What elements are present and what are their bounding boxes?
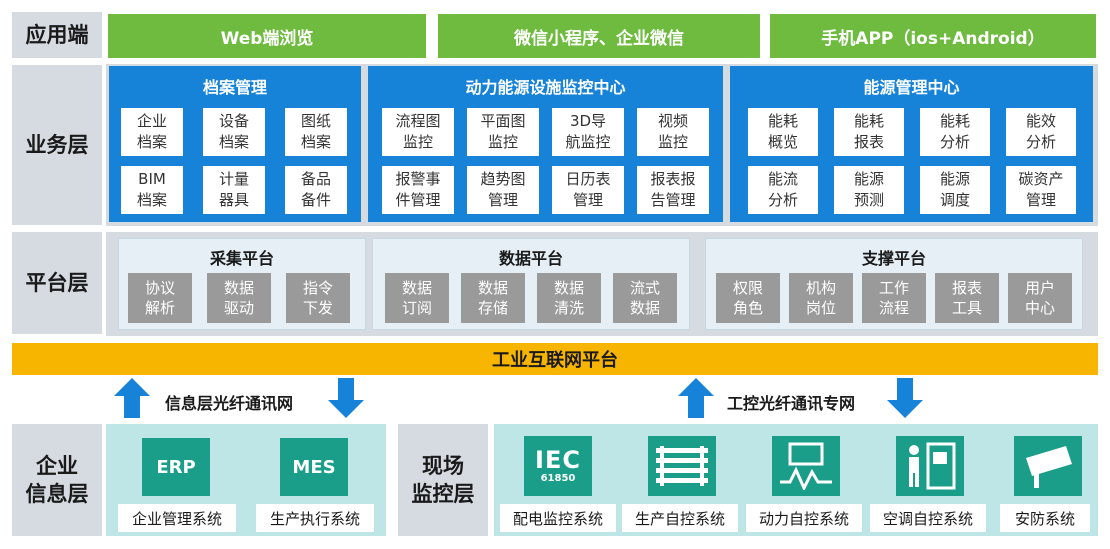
app-terminal-web: Web端浏览 [108,14,426,58]
business-panel-energy: 能源管理中心 能耗 概览 能耗 报表 能耗 分析 能效 分析 能流 分析 能源 … [730,66,1093,222]
platform-item: 工作 流程 [862,273,926,323]
arrow-down-icon [887,378,923,418]
business-item: 备品 备件 [285,166,347,214]
platform-item: 用户 中心 [1008,273,1072,323]
iec-61850-icon: IEC 61850 [524,436,592,496]
iec-icon-subtext: 61850 [540,473,576,484]
business-item: 能效 分析 [1006,108,1076,156]
system-label: 动力自控系统 [746,504,862,532]
business-panel-monitoring: 动力能源设施监控中心 流程图 监控 平面图 监控 3D导 航监控 视频 监控 报… [368,66,723,222]
platform-item: 数据 订阅 [385,273,449,323]
platform-item: 数据 存储 [461,273,525,323]
platform-panel-data: 数据平台 数据 订阅 数据 存储 数据 清洗 流式 数据 [372,238,690,330]
platform-item: 权限 角色 [716,273,780,323]
layer-label-field: 现场 监控层 [398,424,488,536]
platform-item: 数据 清洗 [537,273,601,323]
business-item: 报警事 件管理 [382,166,454,214]
system-label: 安防系统 [1000,504,1090,532]
platform-panel-title: 支撑平台 [861,249,926,268]
business-item: 3D导 航监控 [552,108,624,156]
erp-icon: ERP [142,438,210,496]
enterprise-systems-panel: ERP 企业管理系统 MES 生产执行系统 [106,424,386,536]
mes-icon: MES [280,438,348,496]
mes-icon-text: MES [292,456,336,478]
production-rack-icon [648,436,716,496]
business-item: 平面图 监控 [467,108,539,156]
platform-item: 机构 岗位 [789,273,853,323]
platform-panel-title: 采集平台 [209,249,274,268]
app-terminal-wechat: 微信小程序、企业微信 [438,14,760,58]
erp-icon-text: ERP [156,456,196,478]
platform-panel-title: 数据平台 [498,249,563,268]
app-terminal-mobile: 手机APP（ios+Android） [770,14,1096,58]
security-camera-icon [1014,436,1082,496]
system-label: 空调自控系统 [870,504,986,532]
business-item: BIM 档案 [121,166,183,214]
business-item: 日历表 管理 [552,166,624,214]
business-item: 能耗 分析 [920,108,990,156]
business-item: 视频 监控 [637,108,709,156]
business-item: 能流 分析 [748,166,818,214]
system-label: 企业管理系统 [118,504,236,532]
layer-label-platform: 平台层 [12,232,102,334]
field-systems-panel: IEC 61850 配电监控系统 生产自控系统 动力自控系统 [494,424,1098,536]
business-item: 报表报 告管理 [637,166,709,214]
business-panel-title: 能源管理中心 [863,78,960,97]
platform-item: 报表 工具 [935,273,999,323]
business-item: 设备 档案 [203,108,265,156]
platform-panel-collection: 采集平台 协议 解析 数据 驱动 指令 下发 [118,238,366,330]
industrial-internet-platform-bar: 工业互联网平台 [12,343,1098,375]
business-item: 计量 器具 [203,166,265,214]
power-monitor-icon [772,436,840,496]
system-label: 配电监控系统 [500,504,616,532]
layer-label-app: 应用端 [12,12,102,58]
business-item: 能源 预测 [834,166,904,214]
business-item: 能耗 报表 [834,108,904,156]
arrow-up-icon [114,378,150,418]
business-panel-archive: 档案管理 企业 档案 设备 档案 图纸 档案 BIM 档案 计量 器具 备品 备… [109,66,361,222]
business-item: 趋势图 管理 [467,166,539,214]
platform-item: 数据 驱动 [207,273,271,323]
business-item: 碳资产 管理 [1006,166,1076,214]
business-item: 图纸 档案 [285,108,347,156]
layer-label-business: 业务层 [12,65,102,225]
platform-item: 指令 下发 [286,273,350,323]
system-label: 生产自控系统 [622,504,738,532]
platform-item: 流式 数据 [613,273,677,323]
business-item: 能耗 概览 [748,108,818,156]
platform-item: 协议 解析 [128,273,192,323]
network-label-info: 信息层光纤通讯网 [165,394,294,413]
system-label: 生产执行系统 [256,504,374,532]
hvac-panel-icon [896,436,964,496]
platform-panel-support: 支撑平台 权限 角色 机构 岗位 工作 流程 报表 工具 用户 中心 [705,238,1083,330]
business-panel-title: 动力能源设施监控中心 [465,78,626,97]
iec-icon-text: IEC [535,446,581,474]
network-label-control: 工控光纤通讯专网 [727,394,856,413]
business-item: 能源 调度 [920,166,990,214]
layer-label-enterprise: 企业 信息层 [12,424,102,536]
business-item: 流程图 监控 [382,108,454,156]
business-item: 企业 档案 [121,108,183,156]
business-panel-title: 档案管理 [202,78,267,97]
arrow-up-icon [678,378,714,418]
arrow-down-icon [328,378,364,418]
